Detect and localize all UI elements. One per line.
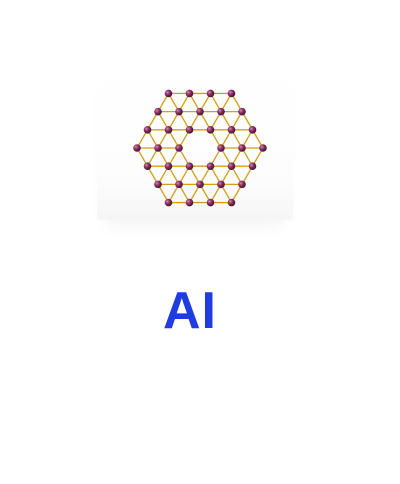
- hexagonal-lattice-icon: [133, 89, 267, 207]
- lattice-atom: [175, 180, 183, 189]
- lattice-atom: [217, 107, 225, 116]
- lattice-atom: [248, 162, 257, 170]
- lattice-atom: [227, 198, 236, 207]
- lattice-atom: [217, 144, 225, 152]
- lattice-atom: [259, 144, 267, 152]
- lattice-atom: [248, 126, 257, 134]
- lattice-atom: [185, 89, 194, 98]
- lattice-atom: [227, 162, 236, 170]
- lattice-atom: [175, 107, 183, 116]
- lattice-atom: [143, 162, 152, 170]
- lattice-atom: [206, 198, 215, 207]
- lattice-atom: [196, 180, 204, 189]
- lattice-atom: [206, 89, 215, 98]
- lattice-atom: [154, 107, 162, 116]
- lattice-atom: [238, 107, 246, 116]
- lattice-atoms: [133, 89, 267, 207]
- lattice-atom: [175, 144, 183, 152]
- lattice-atom: [164, 162, 173, 170]
- lattice-atom: [185, 198, 194, 207]
- lattice-atom: [143, 126, 152, 134]
- lattice-atom: [154, 180, 162, 189]
- lattice-atom: [238, 180, 246, 189]
- lattice-atom: [185, 162, 194, 170]
- lattice-atom: [164, 126, 173, 134]
- caption-text: AI: [163, 282, 217, 340]
- lattice-atom: [164, 89, 173, 98]
- lattice-atom: [227, 89, 236, 98]
- lattice-atom: [164, 198, 173, 207]
- lattice-atom: [206, 162, 215, 170]
- lattice-atom: [154, 144, 162, 152]
- lattice-atom: [196, 107, 204, 116]
- lattice-atom: [217, 180, 225, 189]
- lattice-atom: [206, 126, 215, 134]
- lattice-atom: [238, 144, 246, 152]
- lattice-atom: [133, 144, 141, 152]
- lattice-atom: [227, 126, 236, 134]
- lattice-atom: [185, 126, 194, 134]
